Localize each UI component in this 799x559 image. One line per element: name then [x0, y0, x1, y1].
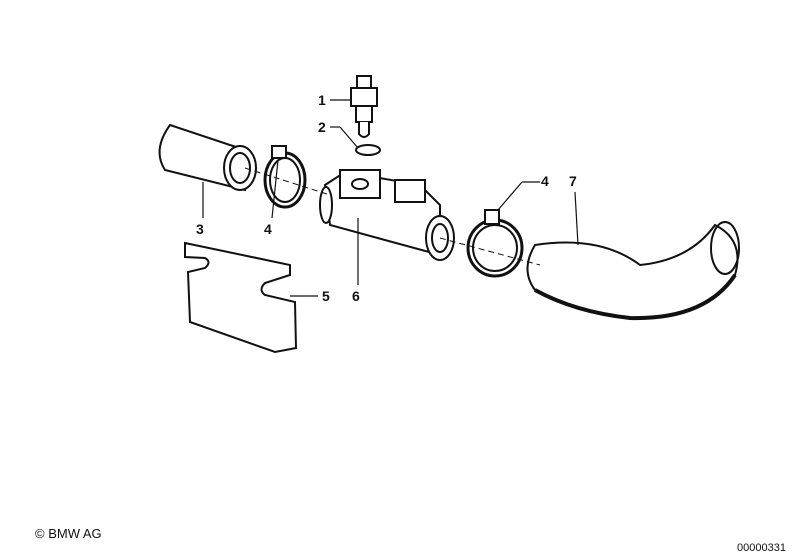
temperature-sensor-part-1 — [350, 75, 378, 138]
callout-2: 2 — [318, 119, 326, 135]
copyright-text: © BMW AG — [35, 526, 102, 541]
callout-4-right: 4 — [541, 173, 549, 189]
connector-pipe-part-6 — [319, 169, 455, 261]
callout-7: 7 — [569, 173, 577, 189]
callout-5: 5 — [322, 288, 330, 304]
hose-part-7 — [526, 221, 740, 321]
callout-3: 3 — [196, 221, 204, 237]
leader-lines — [202, 99, 579, 297]
hose-clamp-part-4-left — [263, 145, 307, 209]
callout-1: 1 — [318, 92, 326, 108]
shield-plate-part-5 — [184, 241, 298, 354]
callout-4-left: 4 — [264, 221, 272, 237]
sealing-ring-part-2 — [355, 144, 381, 156]
hose-part-3 — [158, 123, 257, 192]
hose-clamp-part-4-right — [466, 209, 524, 278]
diagram-number: 00000331 — [737, 542, 786, 554]
callout-6: 6 — [352, 288, 360, 304]
